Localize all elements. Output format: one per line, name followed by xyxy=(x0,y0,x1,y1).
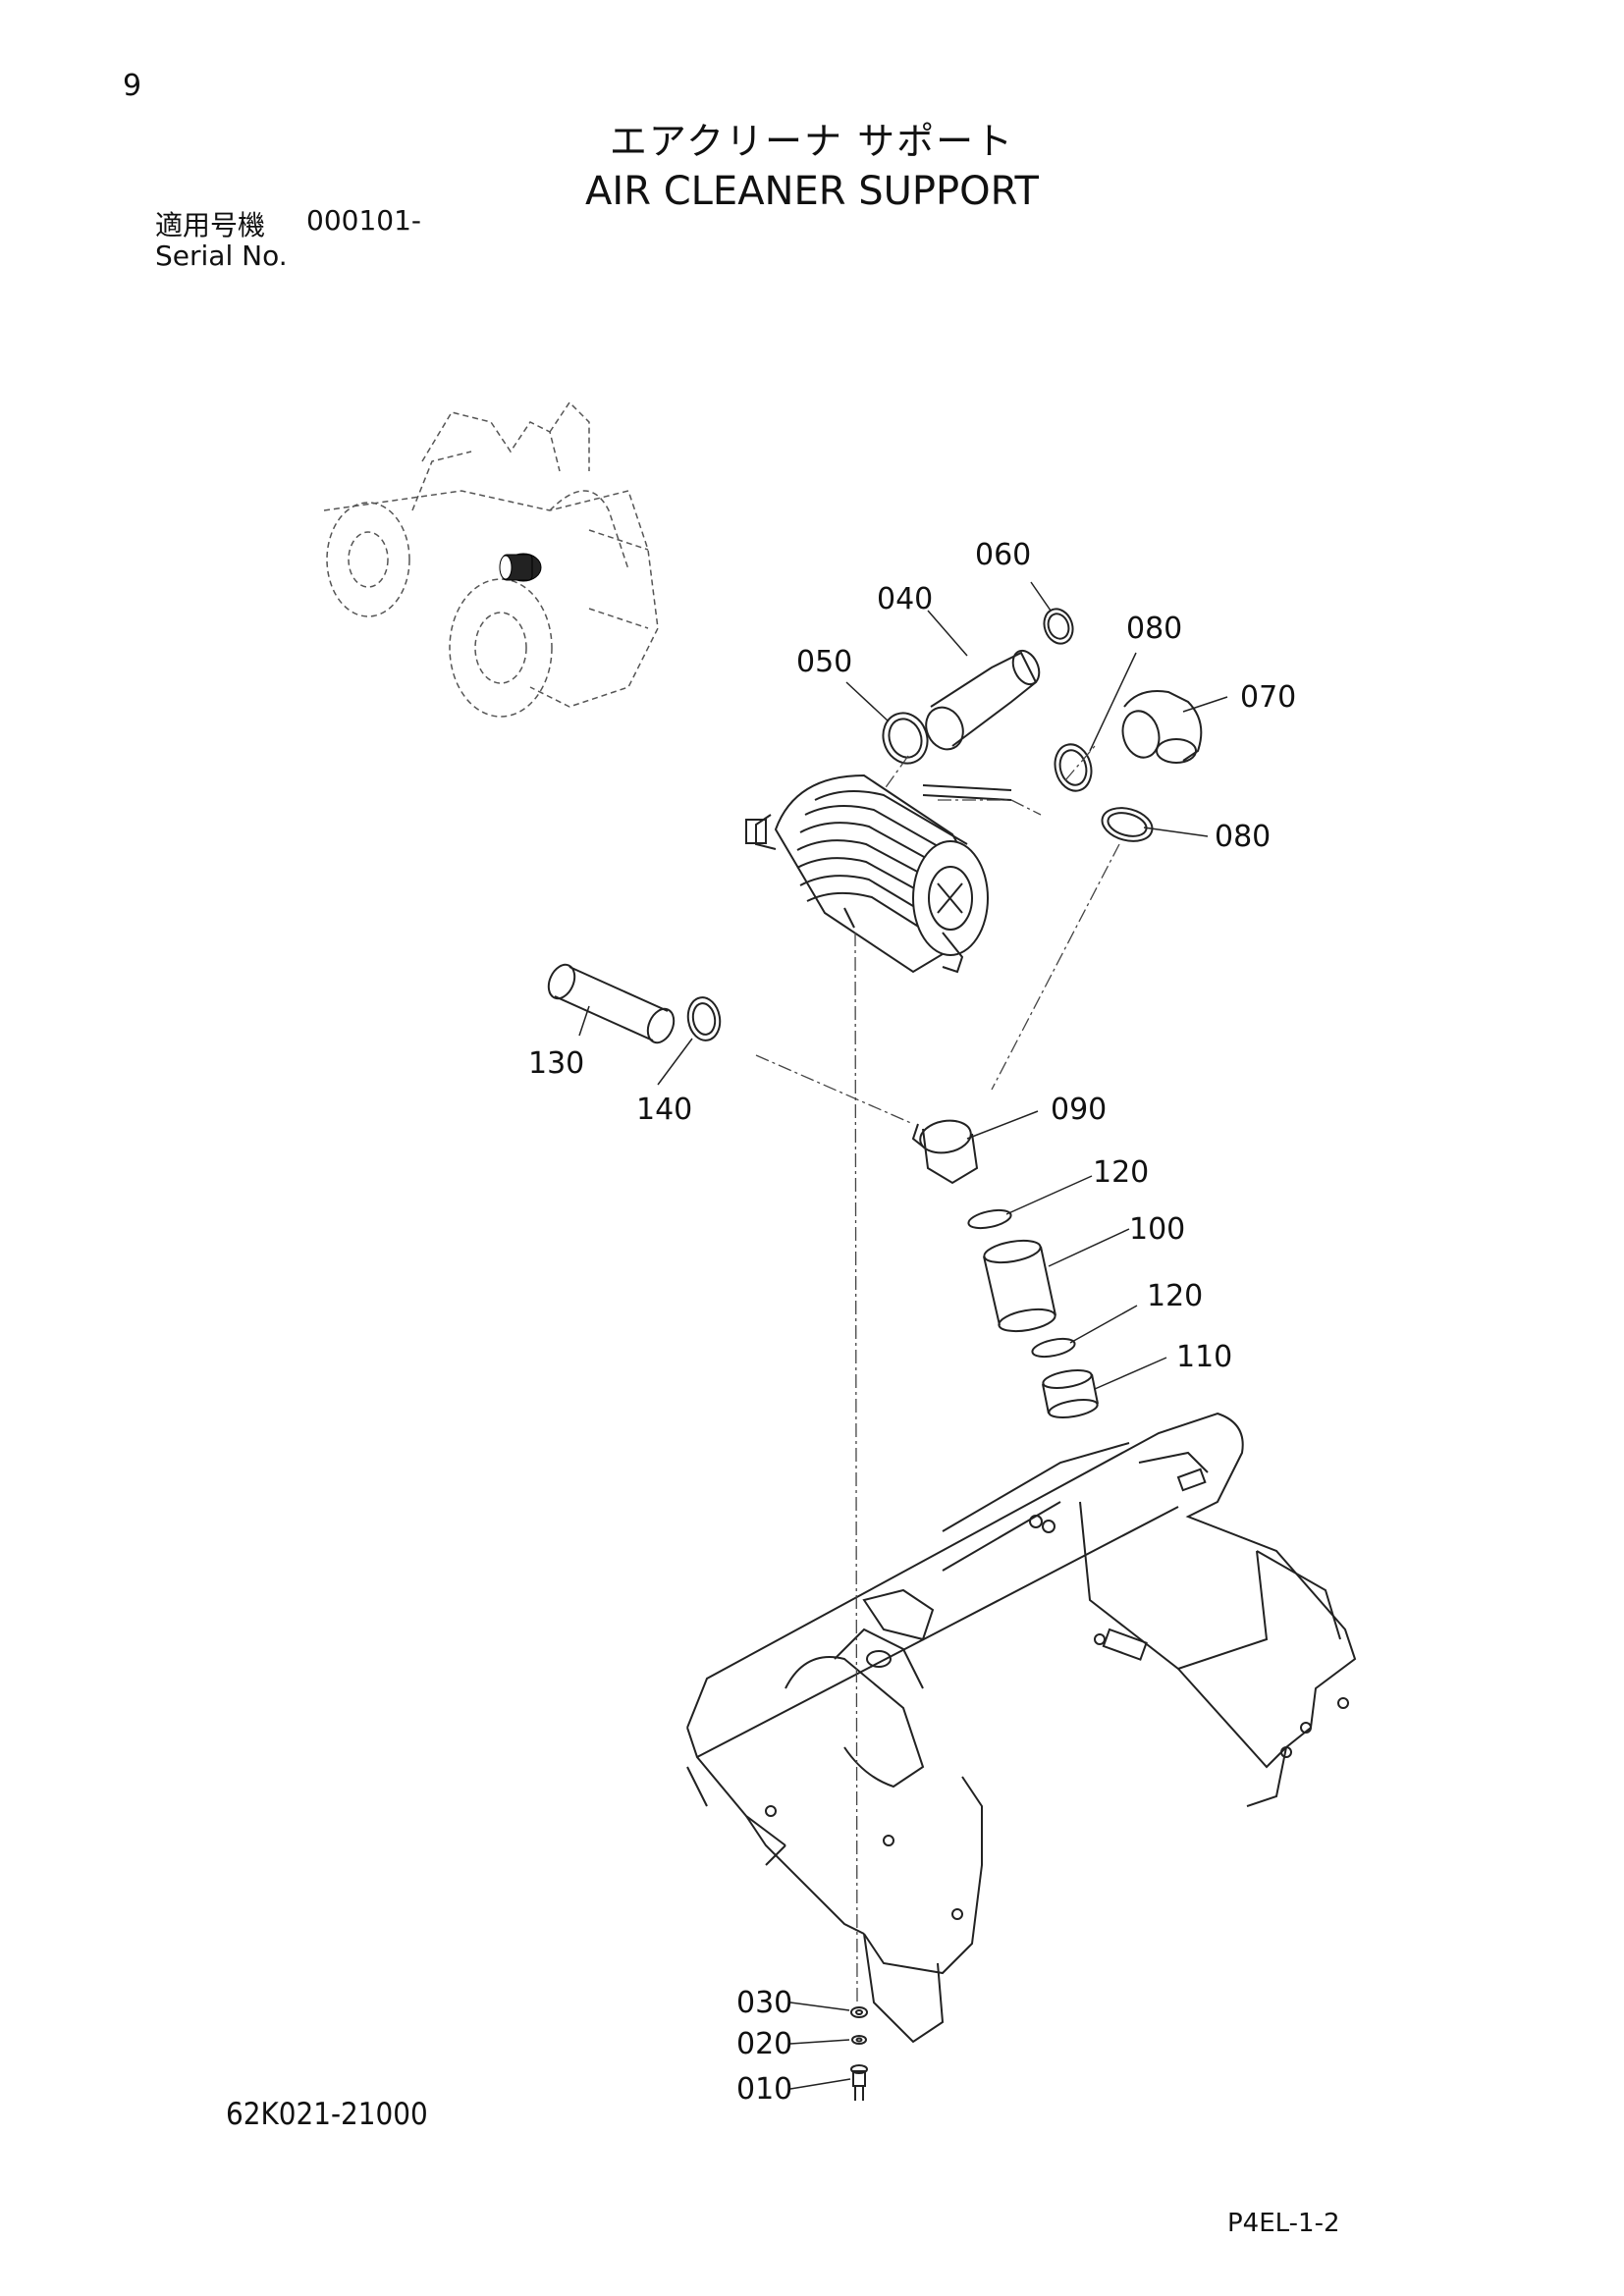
hose-040 xyxy=(925,649,1041,751)
callout-100: 100 xyxy=(1129,1212,1185,1247)
callout-110: 110 xyxy=(1176,1340,1232,1374)
serial-number-value: 000101- xyxy=(306,204,421,237)
clamp-050 xyxy=(882,712,929,765)
callout-040: 040 xyxy=(877,582,933,616)
page-number: 9 xyxy=(123,69,142,103)
serial-label-japanese: 適用号機 xyxy=(155,209,266,241)
callout-030: 030 xyxy=(736,1986,792,2020)
callout-leaders xyxy=(578,581,1228,2090)
assembly-guide-lines xyxy=(755,745,1120,2003)
elbow-070 xyxy=(1121,690,1203,764)
callout-080-lower: 080 xyxy=(1215,820,1271,854)
callout-080-upper: 080 xyxy=(1126,612,1182,646)
callout-070: 070 xyxy=(1240,680,1296,715)
air-cleaner-assembly xyxy=(745,774,1012,974)
callout-060: 060 xyxy=(975,538,1031,572)
callout-130: 130 xyxy=(528,1046,584,1081)
pipe-130 xyxy=(547,963,676,1044)
machine-location-inset xyxy=(323,400,659,718)
hose-and-clamp-parts xyxy=(547,608,1203,1418)
clamp-120-lower xyxy=(1031,1337,1076,1359)
clamp-140 xyxy=(686,996,722,1041)
clamp-060 xyxy=(1043,608,1074,645)
clamp-080-lower xyxy=(1101,807,1154,842)
callout-010: 010 xyxy=(736,2072,792,2107)
clamp-080-upper xyxy=(1054,743,1093,792)
callout-120-lower: 120 xyxy=(1147,1279,1203,1313)
drawing-number: 62K021-21000 xyxy=(226,2097,428,2132)
part-callouts: 060 040 080 050 070 080 130 140 090 120 … xyxy=(528,538,1296,2107)
page-title: AIR CLEANER SUPPORT xyxy=(585,169,1039,214)
callout-020: 020 xyxy=(736,2027,792,2061)
callout-120-upper: 120 xyxy=(1093,1155,1149,1190)
support-bracket xyxy=(686,1412,1357,2044)
elbow-090 xyxy=(911,1119,979,1185)
bolt-and-washers xyxy=(850,2006,868,2101)
page-title-japanese: エアクリーナ サポート xyxy=(609,120,1015,163)
callout-090: 090 xyxy=(1051,1093,1107,1127)
callout-050: 050 xyxy=(796,645,852,679)
serial-label: Serial No. xyxy=(155,240,288,272)
page-code: P4EL-1-2 xyxy=(1227,2209,1340,2238)
highlighted-air-cleaner-thumbnail xyxy=(499,553,542,582)
hose-100 xyxy=(983,1239,1056,1333)
callout-140: 140 xyxy=(636,1093,692,1127)
sleeve-110 xyxy=(1042,1369,1099,1418)
clamp-120-upper xyxy=(967,1208,1012,1230)
